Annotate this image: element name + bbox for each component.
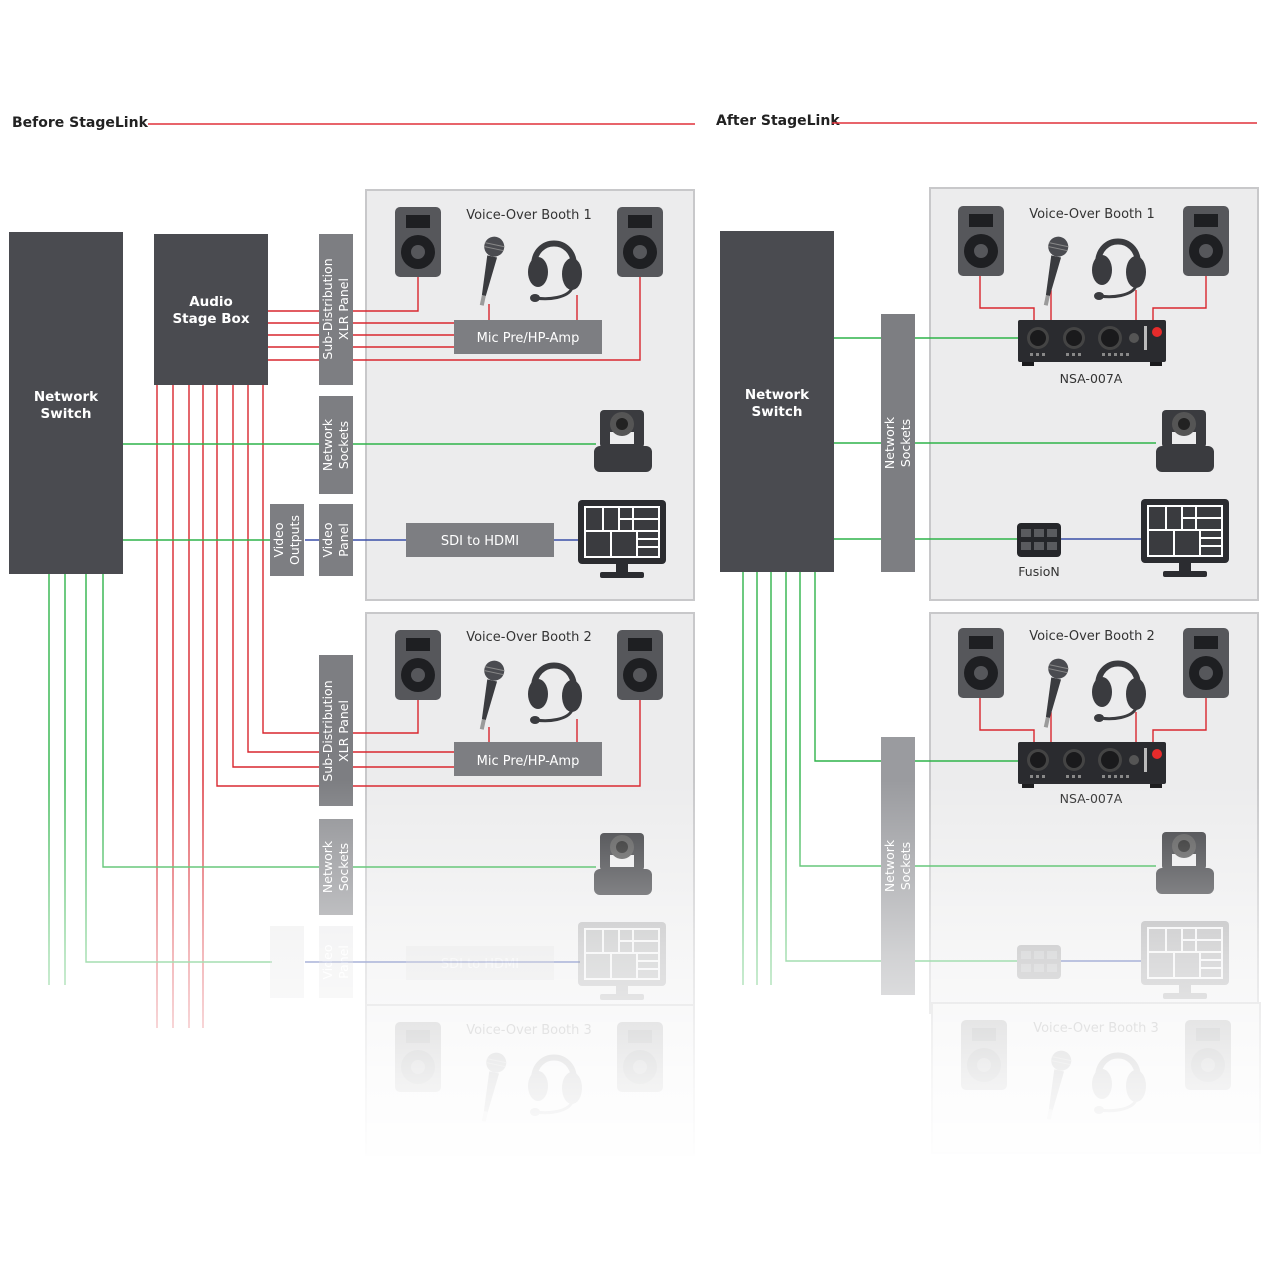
speaker-left-icon [395,630,441,700]
speaker-right-icon [617,207,663,277]
video-panel-label-line2: Panel [336,523,351,557]
network-sockets-label-line1: Network [882,839,897,892]
speaker-right-icon [1183,628,1229,698]
after-network-switch: Network Switch [720,231,834,572]
network-sockets-label-line1: Network [882,416,897,469]
nsa-007a-device-icon [1018,320,1166,366]
after-network-switch-label-line2: Switch [752,404,803,420]
before-booth-1-xlr-panel: Sub-Distribution XLR Panel [319,234,353,385]
sdi-to-hdmi-label: SDI to HDMI [441,957,519,972]
video-panel-label-line1: Video [320,944,335,979]
network-sockets-label-line1: Network [320,418,335,471]
mic-pre-hp-amp-label: Mic Pre/HP-Amp [477,754,580,769]
after-booth-1: Voice-Over Booth 1 NSA-007A FusioN [958,206,1229,579]
video-outputs-panel: Video Outputs [270,504,304,576]
before-network-switch-label-line2: Switch [41,406,92,422]
sdi-to-hdmi-label: SDI to HDMI [441,534,519,549]
network-sockets-label-line2: Sockets [898,842,913,890]
network-sockets-label-line1: Network [320,840,335,893]
xlr-panel-label-line2: XLR Panel [336,278,351,340]
camera-icon [594,833,652,895]
after-title: After StageLink [716,113,840,129]
camera-icon [1156,410,1214,472]
speaker-right-icon [617,630,663,700]
before-network-switch-label-line1: Network [34,389,99,405]
after-audio-cables [979,276,1207,742]
mic-pre-hp-amp-label: Mic Pre/HP-Amp [477,331,580,346]
xlr-panel-label-line2: XLR Panel [336,700,351,762]
video-panel-label-line1: Video [320,522,335,557]
speaker-left-icon [958,628,1004,698]
before-booth-2-video-panel: Video Panel [319,926,353,998]
nsa-007a-label: NSA-007A [1060,371,1123,386]
audio-stage-box-label-line2: Stage Box [172,311,249,327]
speaker-left-icon [395,1022,441,1092]
mic-pre-hp-amp [454,320,602,354]
before-booth-2-video-outputs [270,926,304,998]
before-booth-1-network-sockets: Network Sockets [319,396,353,494]
booth-title: Voice-Over Booth 3 [466,1023,592,1038]
before-booth-1-video-panel: Video Panel [319,504,353,576]
network-sockets-label-line2: Sockets [898,419,913,467]
sdi-to-hdmi-converter [406,523,554,557]
before-header: Before StageLink [12,115,695,131]
fusion-label: FusioN [1018,564,1059,579]
speaker-left-icon [958,206,1004,276]
after-booth-1-network-sockets: Network Sockets [881,314,915,572]
booth-title: Voice-Over Booth 1 [1029,207,1155,222]
network-sockets-label-line2: Sockets [336,843,351,891]
fusion-device-icon [1017,945,1061,979]
mic-pre-hp-amp [454,742,602,776]
before-booth-2-network-sockets: Network Sockets [319,819,353,915]
before-title: Before StageLink [12,115,149,131]
booth-title: Voice-Over Booth 1 [466,208,592,223]
speaker-left-icon [395,207,441,277]
audio-stage-box-label-line1: Audio [189,294,233,310]
after-header: After StageLink [716,113,1257,129]
network-sockets-label-line2: Sockets [336,421,351,469]
speaker-right-icon [617,1022,663,1092]
after-booth-2-network-sockets: Network Sockets [881,737,915,995]
before-booth-2-xlr-panel: Sub-Distribution XLR Panel [319,655,353,806]
speaker-right-icon [1183,206,1229,276]
xlr-panel-label-line1: Sub-Distribution [320,258,335,359]
before-booth-1: Voice-Over Booth 1 Mic Pre/HP-Amp SDI to… [395,207,666,578]
booth-title: Voice-Over Booth 3 [1033,1021,1159,1036]
fusion-device-icon [1017,523,1061,557]
booth-title: Voice-Over Booth 2 [466,630,592,645]
camera-icon [594,410,652,472]
camera-icon [1156,832,1214,894]
video-outputs-label-line1: Video [271,522,286,557]
speaker-left-icon [961,1020,1007,1090]
video-outputs-label-line2: Outputs [287,515,302,565]
video-panel-label-line2: Panel [336,945,351,979]
audio-stage-box: Audio Stage Box [154,234,268,385]
before-network-switch: Network Switch [9,232,123,574]
nsa-007a-label: NSA-007A [1060,791,1123,806]
nsa-007a-device-icon [1018,742,1166,788]
booth-title: Voice-Over Booth 2 [1029,629,1155,644]
after-network-switch-label-line1: Network [745,387,810,403]
xlr-panel-label-line1: Sub-Distribution [320,680,335,781]
speaker-right-icon [1185,1020,1231,1090]
